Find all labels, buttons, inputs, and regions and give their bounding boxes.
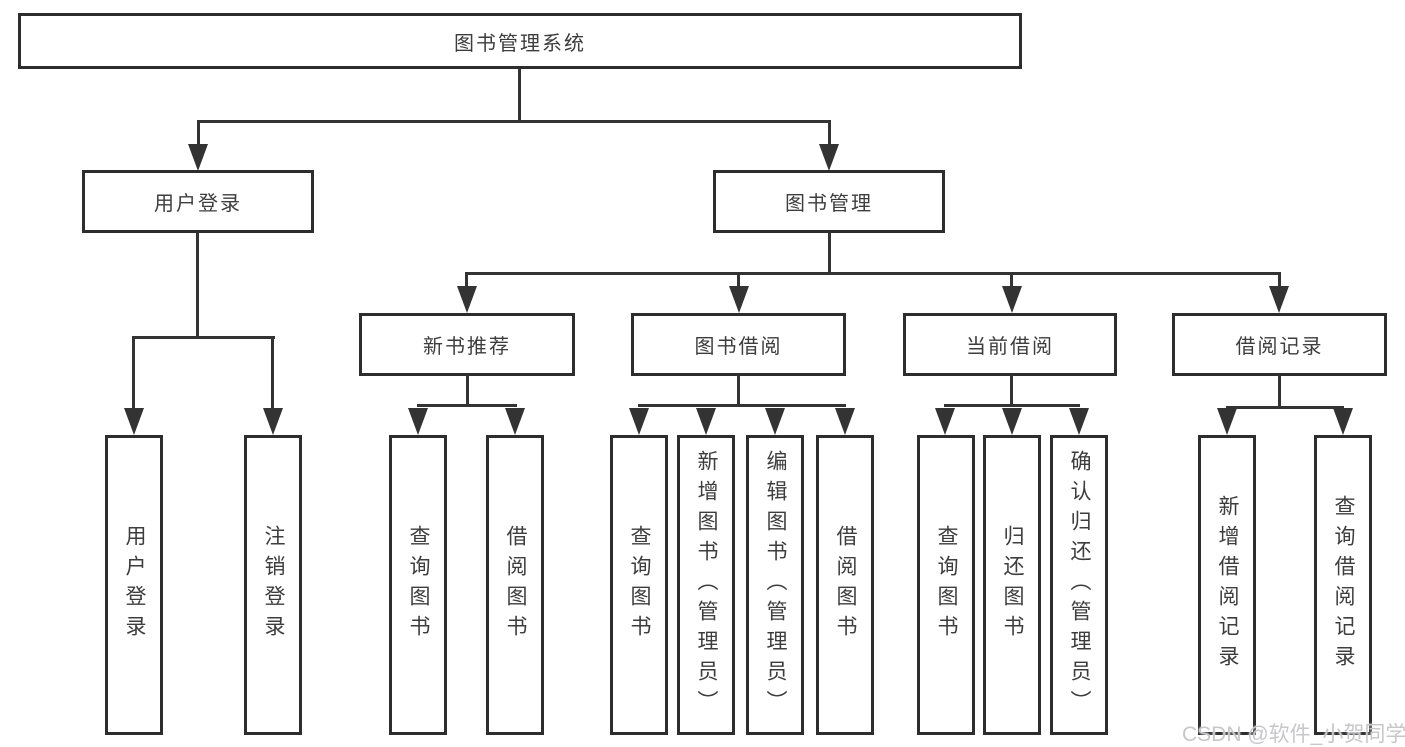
arrow-down-icon: [263, 408, 283, 435]
connector-line: [417, 404, 517, 407]
node-user-login-group-label: 用户登录: [154, 193, 242, 215]
connector-line: [132, 336, 135, 410]
connector-line: [132, 336, 275, 339]
connector-line: [944, 404, 1080, 407]
node-book-borrowing: 图书借阅: [631, 313, 846, 376]
leaf-logout-label: 注销登录: [262, 525, 285, 645]
arrow-down-icon: [188, 144, 208, 171]
connector-line: [1010, 272, 1013, 288]
leaf-borrow-books: 借阅图书: [816, 435, 874, 735]
arrow-down-icon: [1333, 408, 1353, 435]
csdn-watermark: CSDN @软件_小贺同学: [1182, 723, 1405, 746]
node-book-management: 图书管理: [713, 170, 945, 233]
leaf-edit-books-admin: 编辑图书（管理员）: [746, 435, 804, 735]
connector-line: [638, 404, 846, 407]
leaf-query-books-borrowing-label: 查询图书: [628, 525, 651, 645]
arrow-down-icon: [935, 408, 955, 435]
arrow-down-icon: [124, 408, 144, 435]
leaf-return-books: 归还图书: [983, 435, 1041, 735]
leaf-query-borrow-record: 查询借阅记录: [1314, 435, 1372, 735]
leaf-borrow-books-recommend: 借阅图书: [486, 435, 544, 735]
leaf-user-login: 用户登录: [105, 435, 163, 735]
connector-line: [1010, 375, 1013, 406]
leaf-query-books-recommend: 查询图书: [389, 435, 447, 735]
arrow-down-icon: [505, 408, 525, 435]
connector-line: [1278, 272, 1281, 288]
node-current-borrowing: 当前借阅: [903, 313, 1117, 376]
arrow-down-icon: [1069, 408, 1089, 435]
connector-line: [466, 375, 469, 406]
leaf-add-books-admin: 新增图书（管理员）: [677, 435, 735, 735]
node-new-book-recommend-label: 新书推荐: [423, 336, 511, 358]
arrow-down-icon: [1002, 408, 1022, 435]
leaf-query-borrow-record-label: 查询借阅记录: [1332, 495, 1355, 675]
arrow-down-icon: [629, 408, 649, 435]
arrow-down-icon: [408, 408, 428, 435]
connector-line: [197, 120, 200, 146]
connector-line: [466, 272, 1281, 275]
node-library-system: 图书管理系统: [18, 13, 1022, 69]
connector-line: [196, 232, 199, 338]
connector-line: [828, 232, 831, 274]
leaf-edit-books-admin-label: 编辑图书（管理员）: [764, 450, 787, 720]
leaf-query-books-current: 查询图书: [917, 435, 975, 735]
arrow-down-icon: [1269, 286, 1289, 313]
connector-line: [737, 272, 740, 288]
arrow-down-icon: [1002, 286, 1022, 313]
node-library-system-label: 图书管理系统: [454, 32, 586, 55]
arrow-down-icon: [696, 408, 716, 435]
arrow-down-icon: [819, 144, 839, 171]
connector-line: [518, 69, 521, 122]
arrow-down-icon: [729, 286, 749, 313]
leaf-borrow-books-recommend-label: 借阅图书: [504, 525, 527, 645]
leaf-user-login-label: 用户登录: [123, 525, 146, 645]
leaf-return-books-label: 归还图书: [1001, 525, 1024, 645]
connector-line: [828, 120, 831, 146]
connector-line: [1226, 406, 1344, 409]
connector-line: [197, 120, 831, 123]
node-book-borrowing-label: 图书借阅: [694, 336, 783, 358]
connector-line: [271, 336, 274, 410]
leaf-confirm-return-admin-label: 确认归还（管理员）: [1068, 450, 1091, 720]
node-new-book-recommend: 新书推荐: [359, 313, 575, 376]
connector-line: [737, 375, 740, 406]
node-current-borrowing-label: 当前借阅: [966, 336, 1054, 358]
leaf-borrow-books-label: 借阅图书: [834, 525, 857, 645]
leaf-add-books-admin-label: 新增图书（管理员）: [695, 450, 718, 720]
arrow-down-icon: [765, 408, 785, 435]
leaf-confirm-return-admin: 确认归还（管理员）: [1050, 435, 1108, 735]
node-book-management-label: 图书管理: [785, 193, 873, 215]
leaf-query-books-recommend-label: 查询图书: [407, 525, 430, 645]
leaf-query-books-borrowing: 查询图书: [610, 435, 668, 735]
node-user-login-group: 用户登录: [82, 170, 314, 233]
arrow-down-icon: [457, 286, 477, 313]
leaf-logout: 注销登录: [244, 435, 302, 735]
leaf-add-borrow-record-label: 新增借阅记录: [1216, 495, 1239, 675]
node-borrow-records-label: 借阅记录: [1235, 336, 1324, 358]
leaf-add-borrow-record: 新增借阅记录: [1198, 435, 1256, 735]
arrow-down-icon: [1217, 408, 1237, 435]
arrow-down-icon: [835, 408, 855, 435]
leaf-query-books-current-label: 查询图书: [935, 525, 958, 645]
node-borrow-records: 借阅记录: [1172, 313, 1387, 376]
connector-line: [1278, 375, 1281, 408]
connector-line: [465, 272, 468, 288]
